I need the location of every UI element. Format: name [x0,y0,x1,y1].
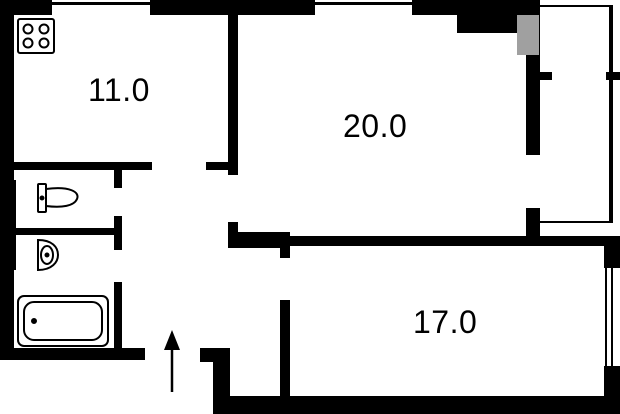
wall-living-balcony-lower [526,208,540,240]
balcony-outline [540,5,613,223]
wall-bedroom-right-bottom [604,366,620,414]
wall-bottom-bedroom [213,396,620,414]
wall-bath-right [114,282,122,350]
entrance-arrow-icon [164,330,180,392]
wall-top-right [412,0,457,15]
window-bedroom-right [605,268,613,366]
wall-bottom-bath [0,348,145,360]
ventilation-shaft-icon [457,0,540,55]
wall-bedroom-right-top [604,246,620,268]
wall-balcony-stub [540,72,552,80]
living-room-area-label: 20.0 [343,108,408,144]
wall-left-lower [0,270,14,360]
wall-sink-door [114,216,122,250]
wall-toilet-door-top [114,170,122,188]
wall-kitchen-bottom [14,162,152,170]
wall-living-bedroom [280,236,620,246]
wall-living-bottom-left [228,232,290,248]
wall-toilet-sink [14,228,118,235]
wall-kitchen-living [228,15,238,175]
wall-left-middle [0,180,16,270]
wall-top-middle [150,0,315,15]
wall-kitchen-stub [206,162,234,170]
bathtub-icon [17,295,109,347]
wall-bedroom-left-top [280,236,290,258]
toilet-icon [37,183,79,213]
wall-bedroom-left-bottom [280,300,290,400]
bedroom-area-label: 17.0 [413,304,478,340]
sink-icon [37,238,60,272]
stove-icon [17,18,55,54]
window-top-living [315,2,412,5]
window-top-kitchen [52,2,150,5]
kitchen-area-label: 11.0 [88,72,150,108]
wall-left-upper [0,0,14,180]
